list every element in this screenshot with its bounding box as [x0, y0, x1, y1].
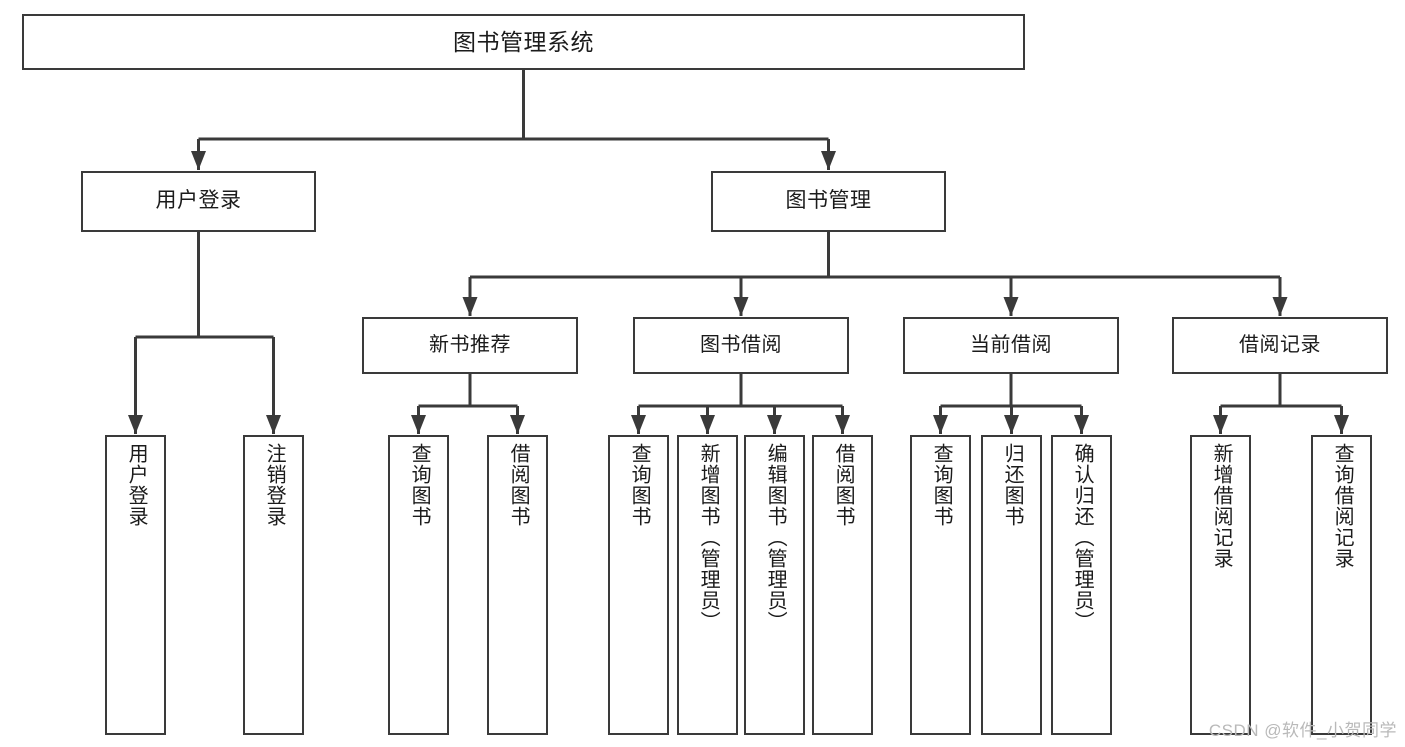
arrowhead-login-1	[128, 415, 143, 434]
node-borrow-4[interactable]: 借阅图书	[812, 435, 873, 735]
arrowhead-login-2	[266, 415, 281, 434]
node-label: 当前借阅	[970, 333, 1052, 356]
arrowhead-record-2	[1334, 415, 1349, 434]
node-label: 注销登录	[263, 443, 286, 527]
node-label: 查询图书	[408, 443, 431, 527]
node-record-1[interactable]: 新增借阅记录	[1190, 435, 1251, 735]
node-label: 查询图书	[628, 443, 651, 527]
node-newbook-2[interactable]: 借阅图书	[487, 435, 548, 735]
arrowhead-borrow	[733, 297, 749, 316]
node-label: 确认归还（管理员）	[1071, 443, 1094, 632]
arrowhead-current-3	[1074, 415, 1089, 434]
arrowhead-current-2	[1004, 415, 1019, 434]
node-current[interactable]: 当前借阅	[903, 317, 1119, 374]
node-record-2[interactable]: 查询借阅记录	[1311, 435, 1372, 735]
arrowhead-newbook	[462, 297, 478, 316]
arrowhead-borrow-2	[700, 415, 715, 434]
node-bookmgmt[interactable]: 图书管理	[711, 171, 946, 232]
node-label: 借阅图书	[507, 443, 530, 527]
node-borrow-1[interactable]: 查询图书	[608, 435, 669, 735]
node-current-1[interactable]: 查询图书	[910, 435, 971, 735]
watermark: CSDN @软件_小贺同学	[1208, 721, 1397, 740]
node-label: 图书管理	[785, 189, 872, 213]
arrowhead-current	[1003, 297, 1019, 316]
node-label: 借阅图书	[832, 443, 855, 527]
node-label: 新书推荐	[429, 333, 511, 356]
node-label: 查询借阅记录	[1331, 443, 1354, 569]
node-login-1[interactable]: 用户登录	[105, 435, 166, 735]
node-borrow-2[interactable]: 新增图书（管理员）	[677, 435, 738, 735]
arrowhead-borrow-4	[835, 415, 850, 434]
node-root[interactable]: 图书管理系统	[22, 14, 1025, 70]
arrowhead-login	[191, 151, 206, 170]
node-newbook-1[interactable]: 查询图书	[388, 435, 449, 735]
arrowhead-current-1	[933, 415, 948, 434]
node-label: 用户登录	[125, 443, 148, 527]
node-label: 用户登录	[155, 189, 242, 213]
arrowhead-newbook-2	[510, 415, 525, 434]
node-label: 编辑图书（管理员）	[764, 443, 787, 632]
node-label: 图书管理系统	[453, 28, 594, 55]
node-label: 新增图书（管理员）	[697, 443, 720, 632]
node-login[interactable]: 用户登录	[81, 171, 316, 232]
node-record[interactable]: 借阅记录	[1172, 317, 1388, 374]
node-label: 归还图书	[1001, 443, 1024, 527]
node-current-2[interactable]: 归还图书	[981, 435, 1042, 735]
node-label: 查询图书	[930, 443, 953, 527]
arrowhead-newbook-1	[411, 415, 426, 434]
node-current-3[interactable]: 确认归还（管理员）	[1051, 435, 1112, 735]
node-newbook[interactable]: 新书推荐	[362, 317, 578, 374]
arrowhead-borrow-3	[767, 415, 782, 434]
node-borrow-3[interactable]: 编辑图书（管理员）	[744, 435, 805, 735]
node-borrow[interactable]: 图书借阅	[633, 317, 849, 374]
node-login-2[interactable]: 注销登录	[243, 435, 304, 735]
arrowhead-record	[1272, 297, 1288, 316]
node-label: 借阅记录	[1239, 333, 1321, 356]
arrowhead-bookmgmt	[821, 151, 836, 170]
node-label: 新增借阅记录	[1210, 443, 1233, 569]
arrowhead-borrow-1	[631, 415, 646, 434]
node-label: 图书借阅	[700, 333, 782, 356]
arrowhead-record-1	[1213, 415, 1228, 434]
